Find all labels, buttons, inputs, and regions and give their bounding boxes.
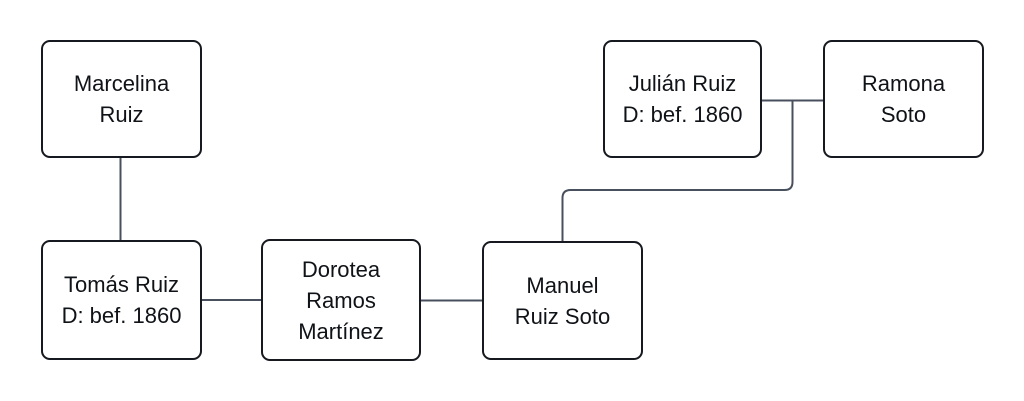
- person-node-dorotea-ramos-martinez[interactable]: Dorotea Ramos Martínez: [261, 239, 421, 361]
- person-node-ramona-soto[interactable]: Ramona Soto: [823, 40, 984, 158]
- person-name: Julián Ruiz D: bef. 1860: [623, 68, 743, 130]
- person-name-line: Martínez: [298, 318, 384, 344]
- person-name-line: Julián Ruiz: [628, 71, 737, 96]
- person-name: Manuel Ruiz Soto: [515, 270, 610, 332]
- person-node-marcelina-ruiz[interactable]: Marcelina Ruiz: [41, 40, 202, 158]
- person-death-line: D: bef. 1860: [622, 102, 743, 127]
- person-name-line: Tomás Ruiz: [64, 272, 179, 297]
- person-name-line: Marcelina: [73, 71, 170, 96]
- person-name-line: Soto: [880, 102, 927, 127]
- person-name-line: Ruiz Soto: [514, 303, 611, 329]
- person-name: Marcelina Ruiz: [74, 68, 169, 130]
- person-name: Tomás Ruiz D: bef. 1860: [62, 269, 182, 331]
- person-death-line: D: bef. 1860: [61, 303, 182, 328]
- person-name: Ramona Soto: [862, 68, 945, 130]
- person-name-line: Dorotea: [301, 256, 381, 282]
- person-node-manuel-ruiz-soto[interactable]: Manuel Ruiz Soto: [482, 241, 643, 360]
- person-node-tomas-ruiz[interactable]: Tomás Ruiz D: bef. 1860: [41, 240, 202, 360]
- person-name-line: Ramos: [306, 287, 376, 313]
- person-node-julian-ruiz[interactable]: Julián Ruiz D: bef. 1860: [603, 40, 762, 158]
- edge-parents-manuel: [561, 100, 794, 242]
- person-name-line: Manuel: [526, 272, 599, 298]
- person-name: Dorotea Ramos Martínez: [298, 254, 384, 347]
- person-name-line: Ramona: [861, 71, 946, 96]
- person-name-line: Ruiz: [99, 102, 144, 127]
